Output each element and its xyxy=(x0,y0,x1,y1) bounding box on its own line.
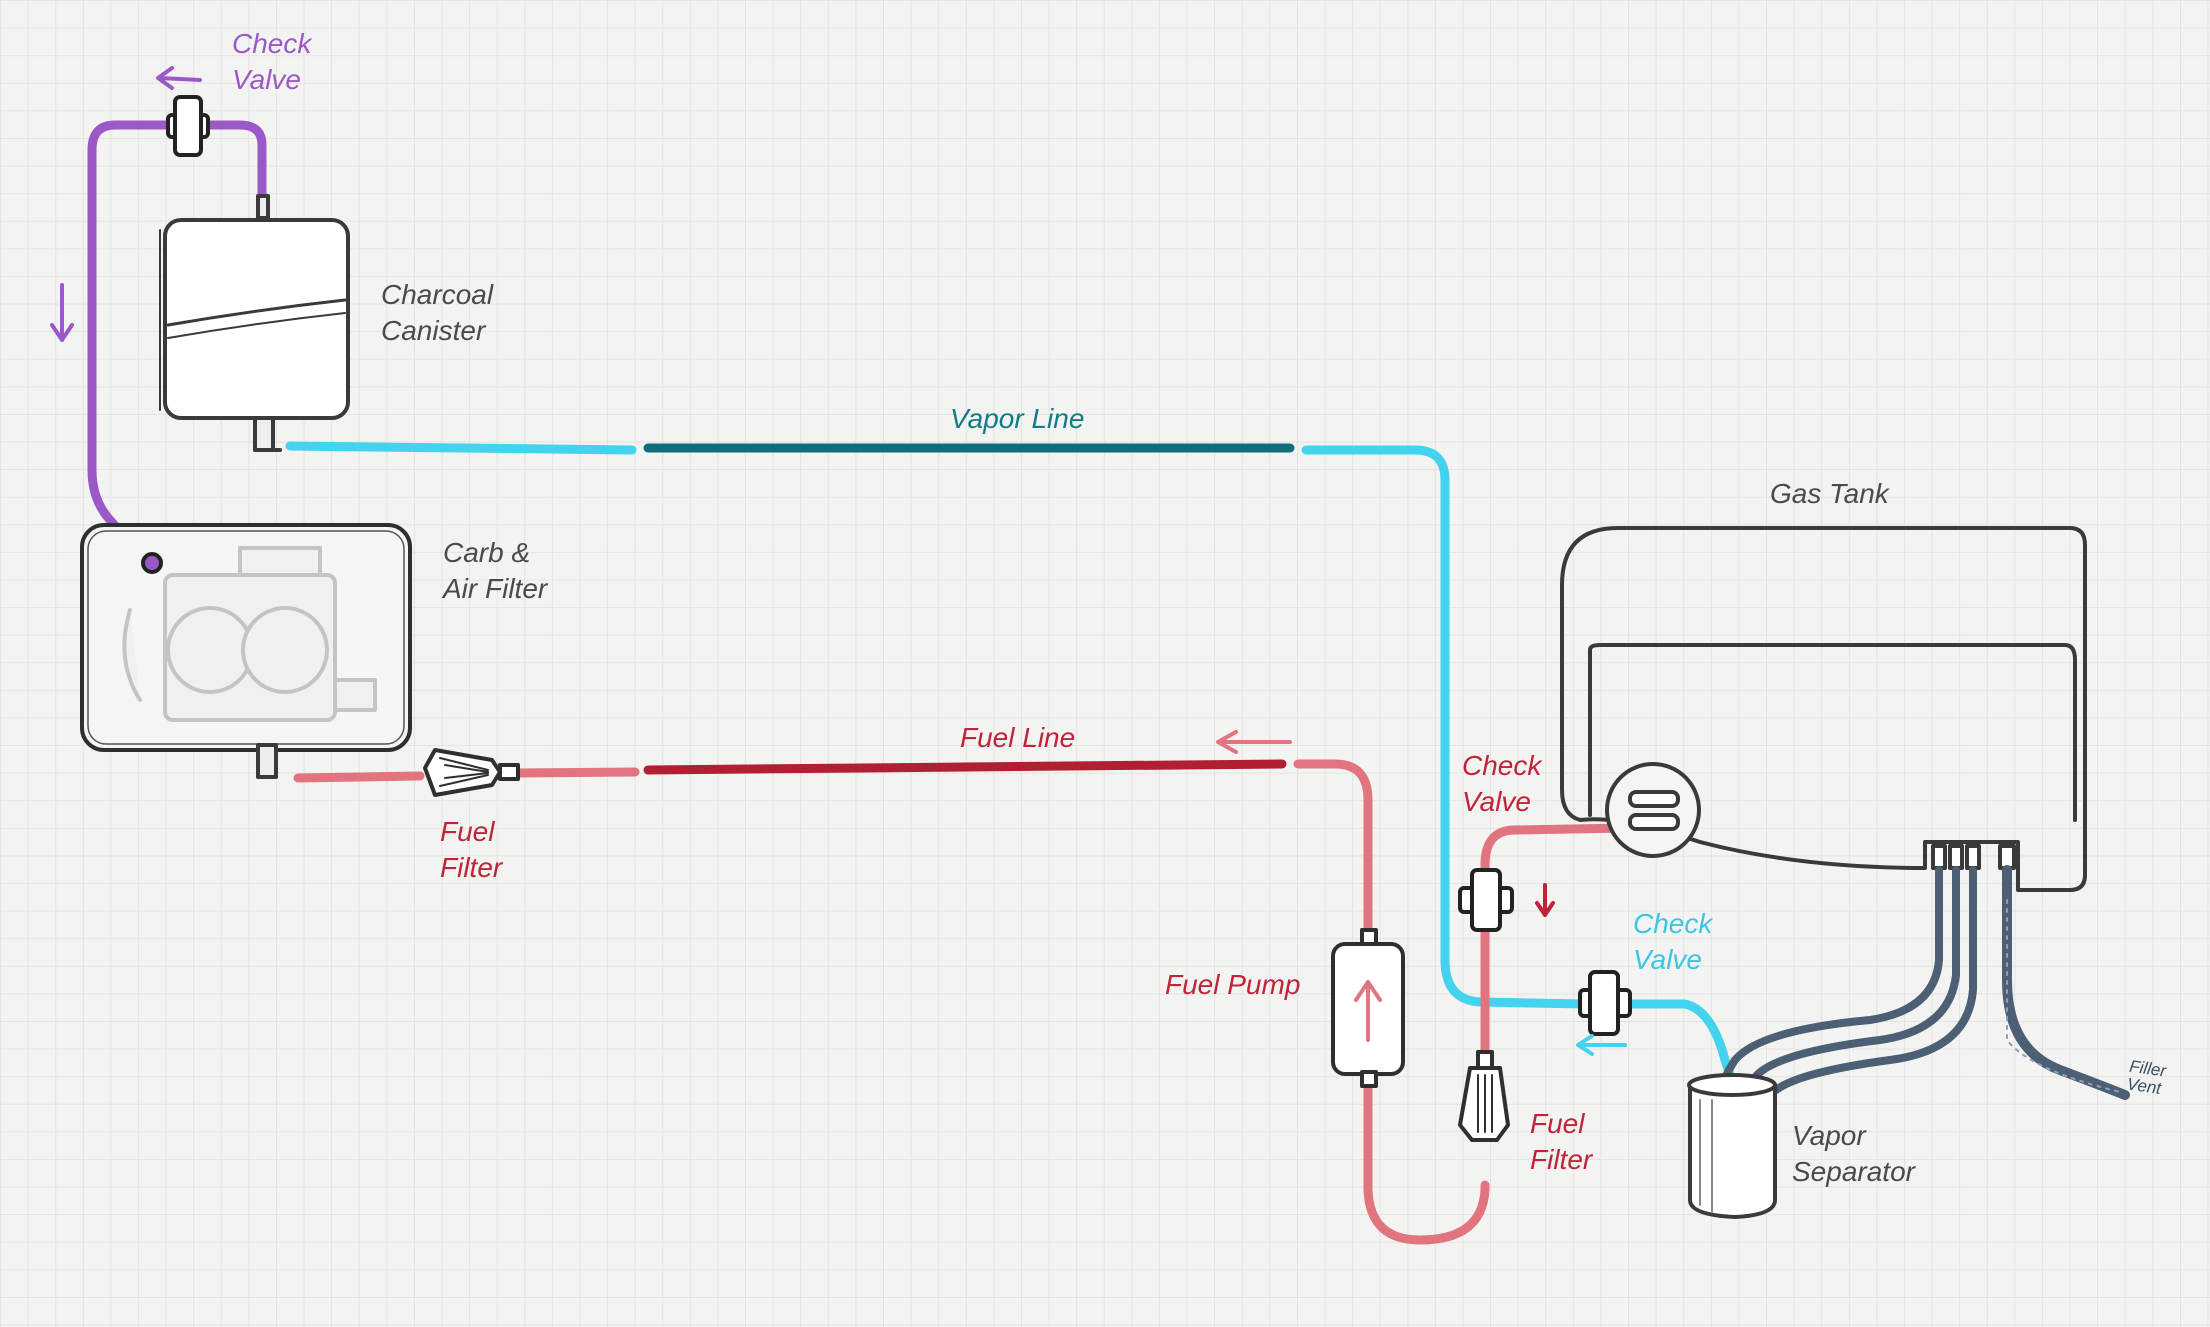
separator-hoses xyxy=(1718,865,2130,1100)
gas-tank xyxy=(1560,526,2087,892)
carb-air-filter-label: Carb &Air Filter xyxy=(443,537,548,604)
check-valve-red xyxy=(1458,868,1514,932)
fuel-pump xyxy=(1331,928,1405,1088)
charcoal-canister xyxy=(159,194,350,452)
fuel-arrow-down xyxy=(1535,883,1555,917)
fuel-pump-label: Fuel Pump xyxy=(1165,969,1301,1000)
vapor-line xyxy=(285,441,1740,1095)
fuel-arrow-left xyxy=(1216,730,1292,754)
purge-arrow-left xyxy=(156,66,202,90)
purge-line xyxy=(87,120,267,570)
fuel-line-label: Fuel Line xyxy=(960,722,1076,753)
fuel-filter-right xyxy=(1458,1050,1510,1142)
purge-arrow-down xyxy=(50,283,74,342)
vapor-line-label: Vapor Line xyxy=(950,403,1085,434)
fuel-filter-left xyxy=(423,748,520,797)
check-valve-cyan xyxy=(1578,970,1632,1036)
gas-tank-label: Gas Tank xyxy=(1770,478,1889,509)
check-valve-top xyxy=(166,95,210,157)
cyan-arrow-left xyxy=(1576,1034,1627,1056)
vapor-separator xyxy=(1687,1073,1777,1219)
carb-air-filter xyxy=(80,523,412,779)
fuel-line xyxy=(293,759,1630,1245)
